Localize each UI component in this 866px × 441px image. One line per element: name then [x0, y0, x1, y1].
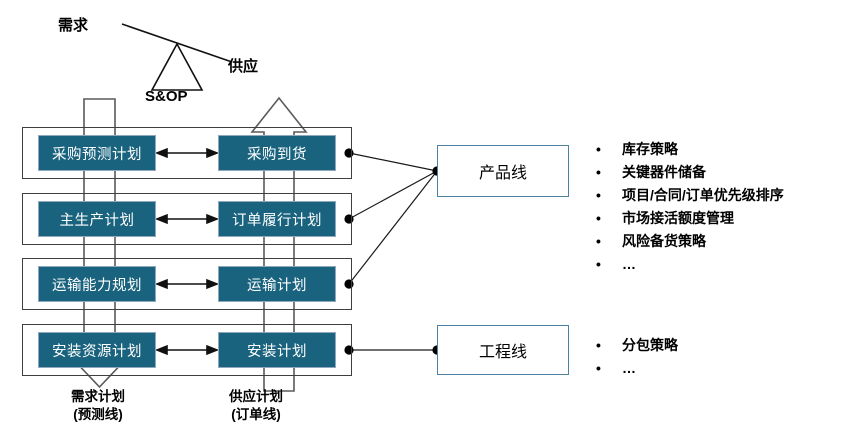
planning-row-container-1 [22, 193, 352, 245]
balance-sop-label: S&OP [145, 88, 188, 105]
list-item-label: 库存策略 [622, 141, 678, 157]
list-item: • … [596, 357, 678, 380]
planning-row-container-0 [22, 127, 352, 179]
plan-box-demand-3[interactable]: 安装资源计划 [38, 332, 156, 368]
balance-supply-label: 供应 [228, 58, 259, 75]
list-item-label: 风险备货策略 [622, 233, 706, 249]
list-item-label: 项目/合同/订单优先级排序 [622, 187, 784, 203]
demand-flow-subtitle: (预测线) [73, 407, 123, 422]
bullet-dot-icon: • [596, 337, 601, 353]
demand-flow-caption: 需求计划 (预测线) [38, 388, 158, 424]
bullet-dot-icon: • [596, 164, 601, 180]
plan-box-demand-1[interactable]: 主生产计划 [38, 201, 156, 237]
plan-box-supply-2[interactable]: 运输计划 [218, 266, 336, 302]
demand-flow-title: 需求计划 [71, 389, 125, 404]
supply-flow-subtitle: (订单线) [231, 407, 281, 422]
category-box-product-line[interactable]: 产品线 [437, 145, 569, 197]
supply-flow-title: 供应计划 [229, 389, 283, 404]
list-item: • 库存策略 [596, 138, 784, 161]
list-item: • 项目/合同/订单优先级排序 [596, 184, 784, 207]
category-connector-lines [348, 152, 438, 351]
bullet-list-product-line: • 库存策略 • 关键器件储备 • 项目/合同/订单优先级排序 • 市场接活额度… [596, 138, 784, 276]
plan-box-supply-3[interactable]: 安装计划 [218, 332, 336, 368]
row-bidirectional-arrows [154, 147, 220, 356]
bullet-dot-icon: • [596, 360, 601, 376]
bullet-dot-icon: • [596, 210, 601, 226]
list-item: • 关键器件储备 [596, 161, 784, 184]
list-item-label: … [622, 256, 636, 272]
bullet-list-engineering-line: • 分包策略 • … [596, 334, 678, 380]
list-item-label: 关键器件储备 [622, 164, 706, 180]
bullet-dot-icon: • [596, 141, 601, 157]
balance-fulcrum-triangle [150, 42, 204, 91]
plan-box-supply-0[interactable]: 采购到货 [218, 135, 336, 171]
list-item: • 市场接活额度管理 [596, 207, 784, 230]
planning-row-container-2 [22, 258, 352, 310]
list-item-label: 市场接活额度管理 [622, 210, 734, 226]
list-item: • … [596, 253, 784, 276]
bullet-dot-icon: • [596, 256, 601, 272]
plan-box-demand-2[interactable]: 运输能力规划 [38, 266, 156, 302]
list-item: • 分包策略 [596, 334, 678, 357]
bullet-dot-icon: • [596, 187, 601, 203]
list-item-label: 分包策略 [622, 337, 678, 353]
planning-row-container-3 [22, 324, 352, 376]
supply-flow-arrow [250, 96, 308, 392]
bullet-dot-icon: • [596, 233, 601, 249]
plan-box-demand-0[interactable]: 采购预测计划 [38, 135, 156, 171]
supply-flow-caption: 供应计划 (订单线) [196, 388, 316, 424]
list-item: • 风险备货策略 [596, 230, 784, 253]
plan-box-supply-1[interactable]: 订单履行计划 [218, 201, 336, 237]
list-item-label: … [622, 360, 636, 376]
connector-dots [344, 148, 442, 355]
category-box-engineering-line[interactable]: 工程线 [437, 325, 569, 375]
balance-demand-label: 需求 [58, 17, 89, 34]
